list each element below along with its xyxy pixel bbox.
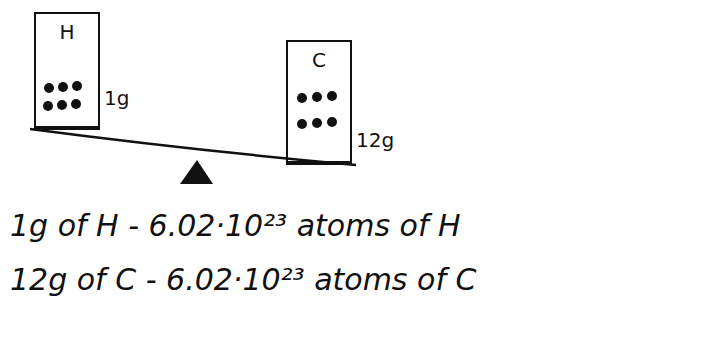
element-symbol: C <box>288 42 350 72</box>
mass-label: 12g <box>356 128 394 152</box>
element-box: C12g <box>286 40 352 165</box>
note-text: 1g of H - 6.02·10²³ atoms of H <box>10 208 461 243</box>
balance-beam <box>30 129 356 165</box>
note-text: 12g of C - 6.02·10²³ atoms of C <box>10 262 476 297</box>
fulcrum <box>180 160 213 184</box>
atom-dots <box>43 81 337 129</box>
element-symbol: H <box>36 14 98 44</box>
mass-label: 1g <box>104 86 129 110</box>
element-box: H1g <box>34 12 100 130</box>
